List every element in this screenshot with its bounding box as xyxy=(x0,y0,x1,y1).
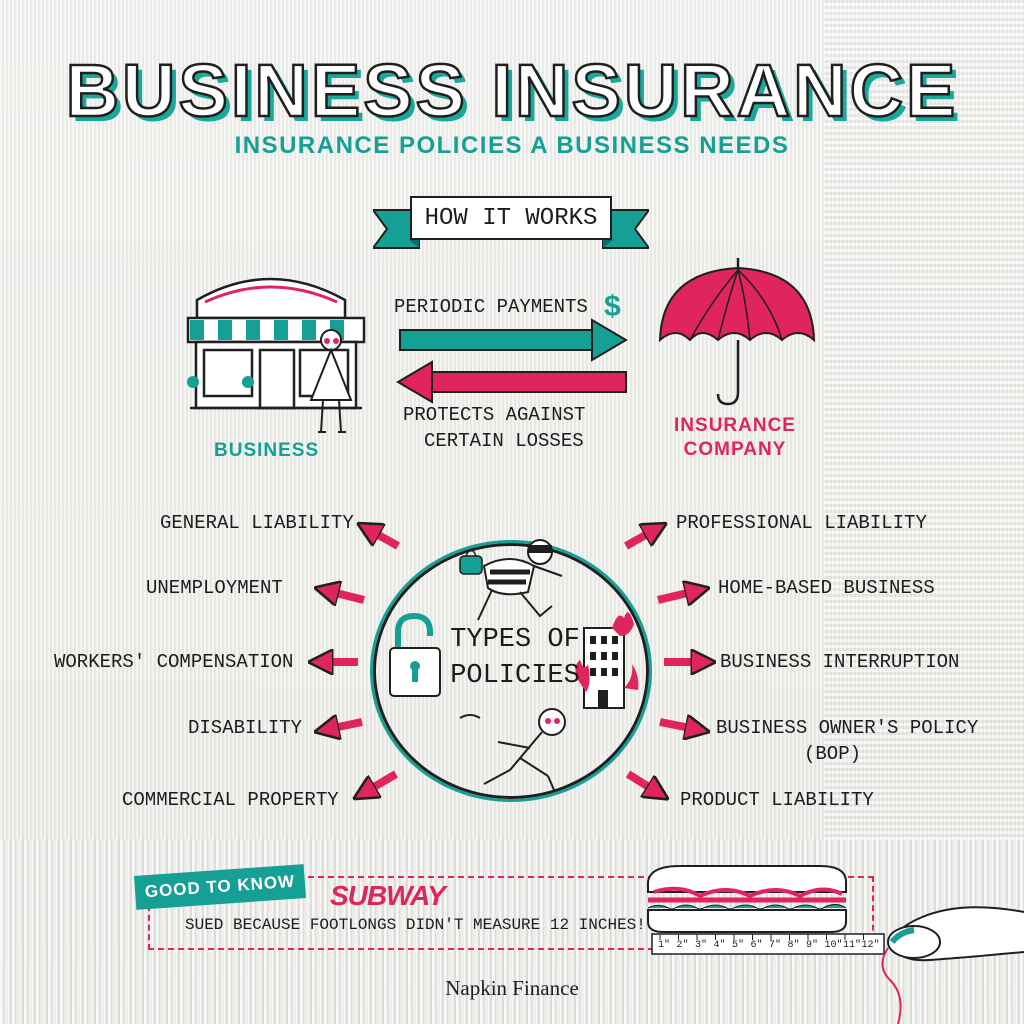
ruler-label: 9" xyxy=(806,940,819,951)
policy-disability: DISABILITY xyxy=(188,717,303,739)
business-label: BUSINESS xyxy=(214,440,320,461)
policy-professional-liability: PROFESSIONAL LIABILITY xyxy=(676,512,927,534)
periodic-payments-label: PERIODIC PAYMENTS xyxy=(394,296,588,318)
policy-business-interruption: BUSINESS INTERRUPTION xyxy=(720,651,960,673)
ruler-label: 2" xyxy=(676,940,689,951)
protects-label-line2: CERTAIN LOSSES xyxy=(424,430,584,452)
policy-unemployment: UNEMPLOYMENT xyxy=(146,577,283,599)
ruler-label: 11" xyxy=(843,940,862,951)
ruler-label: 7" xyxy=(769,940,782,951)
types-line1: TYPES OF xyxy=(450,625,580,655)
subway-fact-text: SUED BECAUSE FOOTLONGS DIDN'T MEASURE 12… xyxy=(185,916,646,934)
how-it-works-banner: HOW IT WORKS xyxy=(410,196,612,240)
policy-business-owners-policy: BUSINESS OWNER'S POLICY xyxy=(716,717,979,739)
page-title: BUSINESS INSURANCE xyxy=(64,48,959,134)
napkin-texture-right xyxy=(824,0,1024,840)
policy-commercial-property: COMMERCIAL PROPERTY xyxy=(122,789,339,811)
types-line2: POLICIES xyxy=(450,661,580,691)
napkin-finance-credit: Napkin Finance xyxy=(445,976,579,1000)
insurance-company-line1: INSURANCE xyxy=(674,415,796,436)
ruler-label: 5" xyxy=(732,940,745,951)
insurance-company-line2: COMPANY xyxy=(683,439,787,460)
ruler-label: 8" xyxy=(787,940,800,951)
insurance-company-label: INSURANCE COMPANY xyxy=(660,414,810,462)
types-of-policies-circle xyxy=(370,540,652,802)
napkin-texture-bottom xyxy=(0,839,1024,1024)
types-of-policies-title: TYPES OF POLICIES xyxy=(440,622,590,694)
subway-logo: SUBWAY xyxy=(330,880,446,911)
ruler-label: 3" xyxy=(695,940,708,951)
policy-bop-abbrev: (BOP) xyxy=(804,743,862,765)
ruler-label: 10" xyxy=(824,940,843,951)
policy-product-liability: PRODUCT LIABILITY xyxy=(680,789,874,811)
ruler-label: 1" xyxy=(658,940,671,951)
ruler-label: 4" xyxy=(713,940,726,951)
ruler-label: 6" xyxy=(750,940,763,951)
good-to-know-box xyxy=(148,876,874,950)
ruler-label: 12" xyxy=(861,940,880,951)
dollar-icon: $ xyxy=(604,290,621,323)
policy-general-liability: GENERAL LIABILITY xyxy=(160,512,354,534)
policy-workers-compensation: WORKERS' COMPENSATION xyxy=(54,651,294,673)
policy-home-based-business: HOME-BASED BUSINESS xyxy=(718,577,935,599)
protects-label-line1: PROTECTS AGAINST xyxy=(403,404,586,426)
page-subtitle: INSURANCE POLICIES A BUSINESS NEEDS xyxy=(234,132,790,159)
